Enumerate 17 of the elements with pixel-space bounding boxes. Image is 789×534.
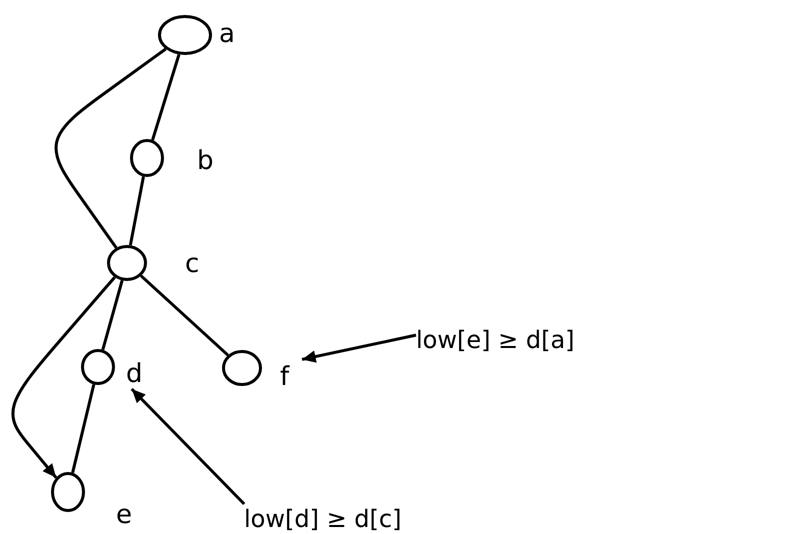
annotation-text: low[e] ≥ d[a] <box>416 326 575 354</box>
graph-edge <box>71 384 96 474</box>
vertex-label: b <box>197 146 214 176</box>
leader-arrow <box>302 334 416 363</box>
leader-arrow <box>130 388 246 506</box>
vertex-label: a <box>219 19 235 49</box>
graph-edge <box>128 176 145 246</box>
vertex-label: c <box>185 249 200 279</box>
vertex-label: d <box>126 359 143 389</box>
vertex-label: e <box>116 500 132 530</box>
graph-edge <box>101 280 124 350</box>
annotation-text: low[d] ≥ d[c] <box>244 505 402 533</box>
graph-edge <box>151 54 180 140</box>
graph-edge <box>11 276 116 479</box>
vertex-label: f <box>280 362 290 392</box>
graph-edge <box>54 48 167 249</box>
graph-edge <box>140 274 229 356</box>
